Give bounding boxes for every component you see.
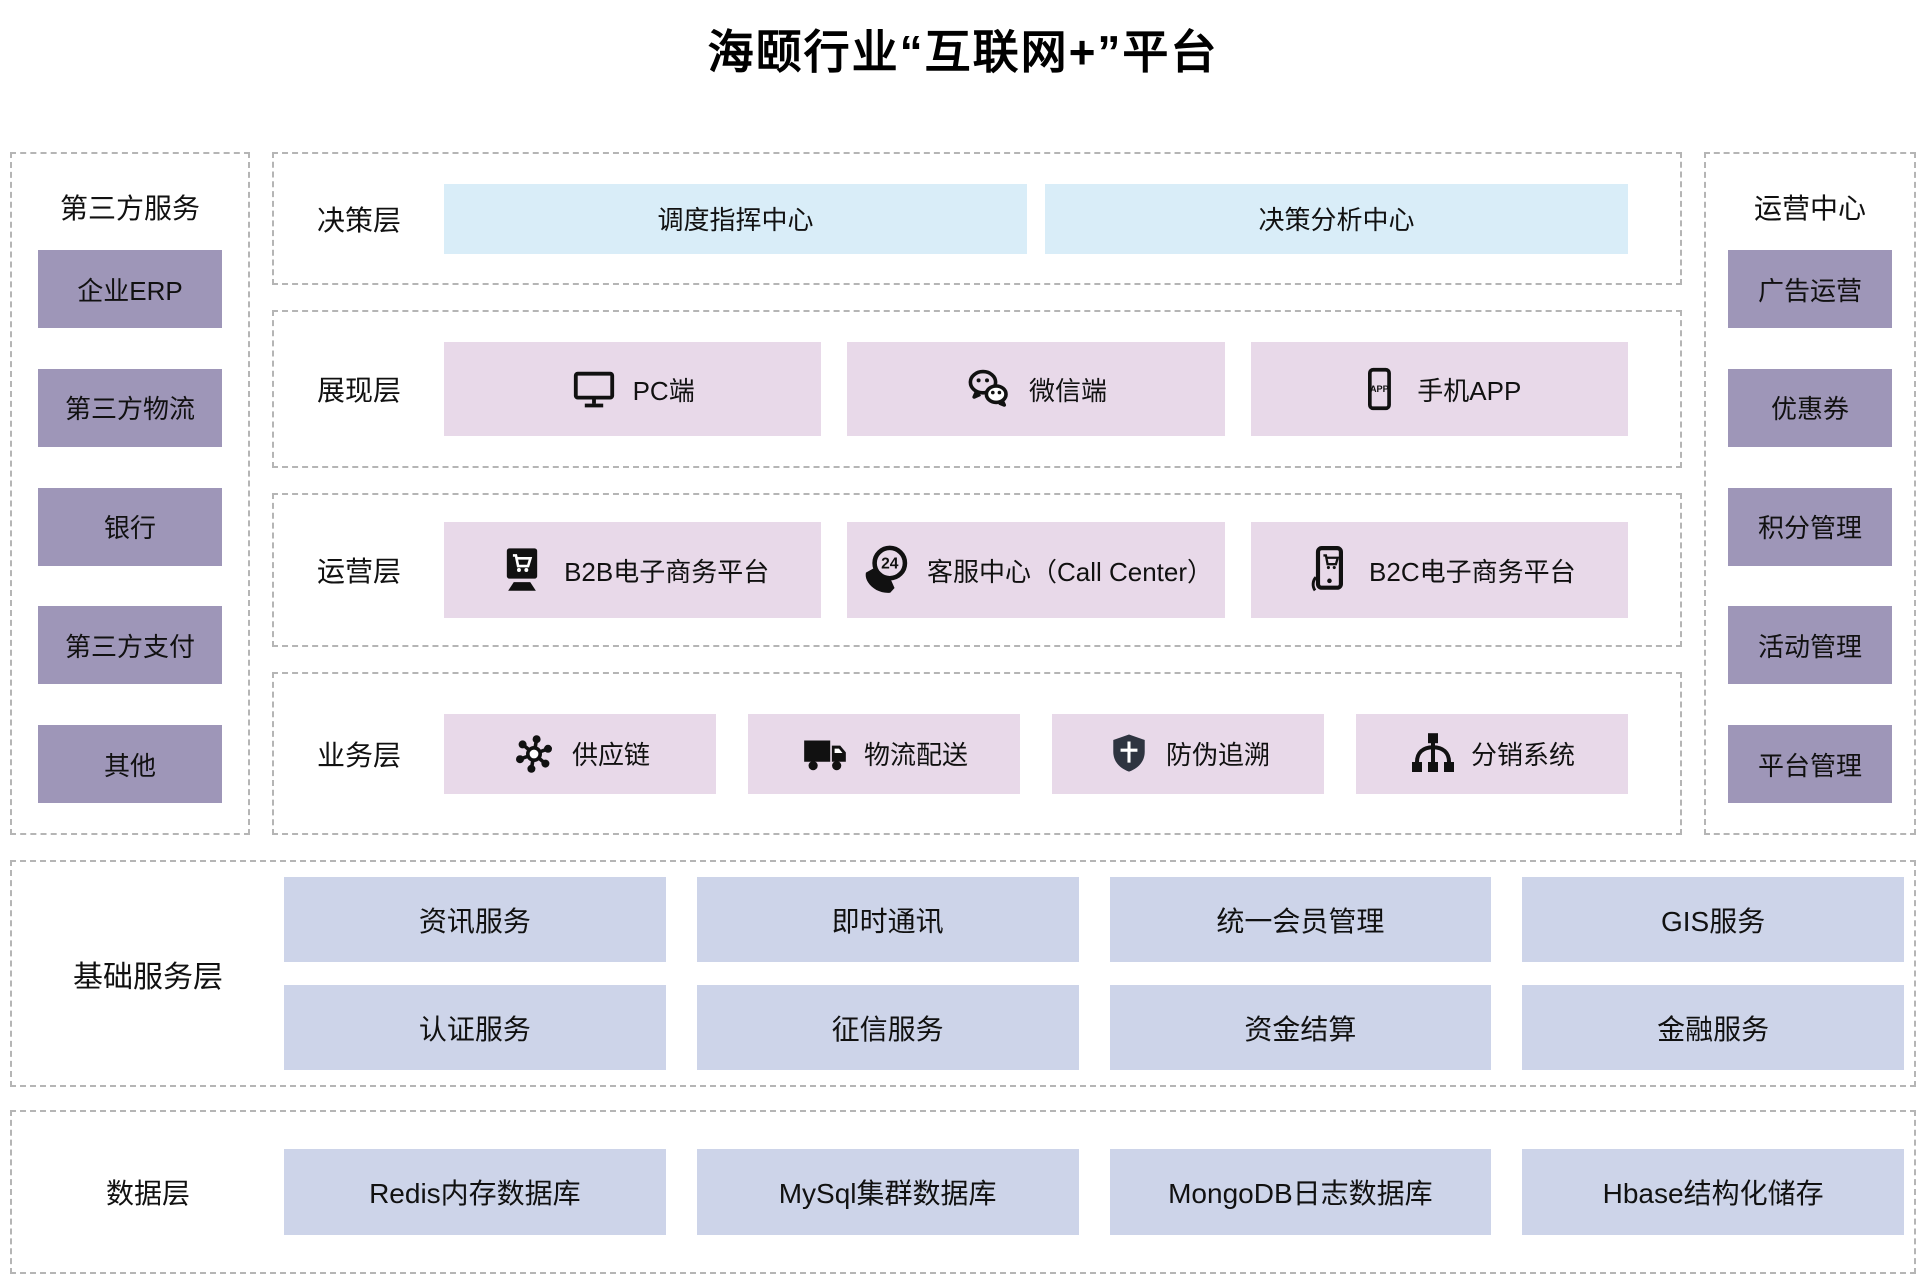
wechat-client-box: 微信端	[847, 342, 1225, 436]
op-item-coupon: 优惠券	[1728, 368, 1892, 447]
service-gis: GIS服务	[1522, 877, 1904, 962]
third-party-item-payment: 第三方支付	[38, 606, 222, 685]
phone-app-icon: APP	[1357, 367, 1401, 411]
op-item-ad: 广告运营	[1728, 250, 1892, 328]
distribution-tree-icon	[1409, 730, 1457, 778]
service-info: 资讯服务	[284, 877, 666, 962]
data-layer-label: 数据层	[105, 1178, 190, 1209]
b2b-commerce-icon	[496, 544, 548, 596]
third-party-services-panel: 第三方服务 企业ERP 第三方物流 银行 第三方支付 其他	[10, 152, 250, 835]
op-item-activity: 活动管理	[1728, 606, 1892, 685]
operation-center-panel: 运营中心 广告运营 优惠券 积分管理 活动管理 平台管理	[1704, 152, 1916, 835]
db-redis: Redis内存数据库	[284, 1149, 666, 1235]
service-credit: 征信服务	[696, 985, 1079, 1070]
service-auth: 认证服务	[284, 985, 666, 1070]
top-area: 第三方服务 企业ERP 第三方物流 银行 第三方支付 其他 决策层 调度指挥中心…	[10, 152, 1916, 835]
business-layer: 业务层	[272, 672, 1682, 835]
third-party-item-logistics: 第三方物流	[38, 368, 222, 447]
b2b-platform-box: B2B电子商务平台	[444, 522, 822, 618]
operation-layer: 运营层 B2B电子商务平台	[272, 493, 1682, 647]
callcenter-24h-icon: 24	[859, 544, 911, 596]
decision-layer-label: 决策层	[316, 204, 401, 236]
db-hbase: Hbase结构化储存	[1522, 1149, 1904, 1235]
third-party-item-other: 其他	[38, 725, 222, 803]
svg-text:24: 24	[881, 555, 899, 572]
third-party-item-bank: 银行	[38, 487, 222, 566]
diagram-page: 海颐行业“互联网+”平台 第三方服务 企业ERP 第三方物流 银行 第三方支付 …	[0, 16, 1926, 1286]
wechat-icon	[965, 365, 1013, 413]
third-party-item-erp: 企业ERP	[38, 250, 222, 328]
supply-chain-icon	[510, 730, 558, 778]
b2c-platform-box: B2C电子商务平台	[1250, 522, 1628, 618]
op-item-platform: 平台管理	[1728, 725, 1892, 803]
service-im: 即时通讯	[696, 877, 1079, 962]
third-party-services-title: 第三方服务	[59, 193, 200, 224]
operation-center-items: 广告运营 优惠券 积分管理 活动管理 平台管理	[1728, 250, 1892, 803]
operation-center-title: 运营中心	[1753, 193, 1866, 224]
service-settlement: 资金结算	[1109, 985, 1492, 1070]
db-mongodb: MongoDB日志数据库	[1109, 1149, 1492, 1235]
data-layer: 数据层 Redis内存数据库 MySql集群数据库 MongoDB日志数据库 H…	[10, 1110, 1916, 1274]
page-title: 海颐行业“互联网+”平台	[707, 26, 1219, 78]
operation-layer-label: 运营层	[316, 556, 401, 587]
logistics-truck-icon	[800, 729, 850, 779]
monitor-icon	[571, 366, 617, 412]
layers-column: 决策层 调度指挥中心 决策分析中心 展现层	[272, 152, 1682, 835]
distribution-box: 分销系统	[1356, 713, 1628, 794]
business-layer-label: 业务层	[316, 739, 401, 771]
presentation-layer-label: 展现层	[316, 375, 401, 406]
pc-client-box: PC端	[444, 342, 822, 436]
presentation-layer: 展现层 PC端	[272, 310, 1682, 468]
service-finance: 金融服务	[1522, 985, 1904, 1070]
anti-counterfeit-box: 防伪追溯	[1052, 713, 1324, 794]
logistics-box: 物流配送	[748, 713, 1020, 794]
supply-chain-box: 供应链	[444, 713, 716, 794]
third-party-services-items: 企业ERP 第三方物流 银行 第三方支付 其他	[38, 250, 222, 803]
anti-fake-shield-icon	[1106, 731, 1152, 777]
base-service-layer: 基础服务层 资讯服务 即时通讯 统一会员管理 GIS服务 认证服务 征信服务 资…	[10, 860, 1916, 1087]
decision-analysis-center-box: 决策分析中心	[1045, 183, 1628, 254]
b2c-commerce-icon	[1303, 545, 1353, 595]
base-service-layer-label: 基础服务层	[73, 960, 223, 994]
dispatch-command-center-box: 调度指挥中心	[444, 183, 1027, 254]
mobile-app-box: APP 手机APP	[1250, 342, 1628, 436]
db-mysql: MySql集群数据库	[696, 1149, 1079, 1235]
decision-layer: 决策层 调度指挥中心 决策分析中心	[272, 152, 1682, 285]
callcenter-box: 24 客服中心（Call Center）	[847, 522, 1225, 618]
svg-text:APP: APP	[1370, 384, 1389, 394]
service-member: 统一会员管理	[1109, 877, 1492, 962]
op-item-points: 积分管理	[1728, 487, 1892, 566]
